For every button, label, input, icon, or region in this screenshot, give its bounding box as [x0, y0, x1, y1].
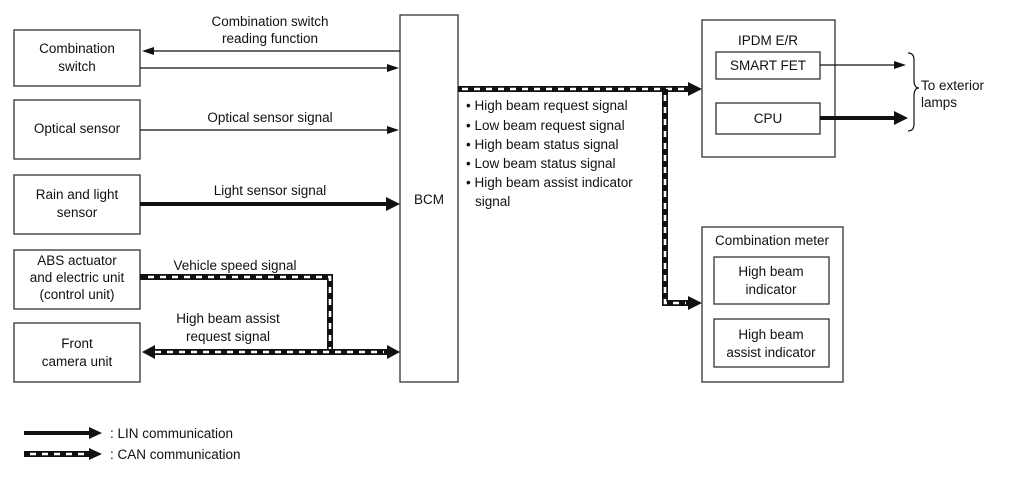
combination-switch-label-1: Combination [39, 41, 115, 56]
rain-light-sensor-label-2: sensor [57, 205, 98, 220]
optical-signal-label: Optical sensor signal [207, 110, 332, 125]
ipdm-can-arrowhead [688, 82, 702, 96]
hb-indicator-label-1: High beam [738, 264, 803, 279]
exterior-lamps-label-2: lamps [921, 95, 957, 110]
abs-unit-box [13, 249, 141, 310]
exterior-lamps-label-1: To exterior [921, 78, 985, 93]
legend-can-label: : CAN communication [110, 447, 241, 462]
hba-indicator-label-2: assist indicator [726, 345, 816, 360]
ipdm-title: IPDM E/R [738, 33, 798, 48]
legend-lin-arrowhead [89, 427, 102, 439]
hba-indicator-box [713, 318, 830, 368]
hba-request-label-1: High beam assist [176, 311, 280, 326]
rain-light-sensor-box [13, 174, 141, 235]
exterior-lamps-brace [907, 52, 920, 132]
light-sensor-arrowhead [386, 197, 400, 211]
combination-switch-box [13, 29, 141, 87]
meter-can-arrowhead [688, 296, 702, 310]
bcm-can-arrowhead [387, 345, 400, 359]
hba-request-label-2: request signal [186, 329, 270, 344]
can-signal-5-cont: signal [475, 194, 510, 209]
optical-sensor-box [13, 99, 141, 160]
hb-indicator-label-2: indicator [745, 282, 797, 297]
light-sensor-label: Light sensor signal [214, 183, 327, 198]
can-signal-2: • Low beam request signal [466, 118, 625, 133]
smart-fet-arrowhead [894, 61, 906, 69]
optical-signal-arrowhead [387, 126, 399, 134]
bcm-label: BCM [414, 192, 444, 207]
abs-unit-label-2: and electric unit [30, 270, 125, 285]
front-camera-label-1: Front [61, 336, 93, 351]
combo-switch-signal-arrowhead [387, 64, 399, 72]
can-signal-5: • High beam assist indicator [466, 175, 633, 190]
front-camera-label-2: camera unit [42, 354, 113, 369]
vehicle-speed-label: Vehicle speed signal [173, 258, 296, 273]
cpu-box [715, 102, 821, 135]
cpu-arrowhead [894, 111, 908, 125]
front-camera-box [13, 322, 141, 383]
combo-reading-label-1: Combination switch [211, 14, 328, 29]
cpu-label: CPU [754, 111, 783, 126]
combo-reading-arrowhead [142, 47, 154, 55]
can-signal-4: • Low beam status signal [466, 156, 616, 171]
combo-reading-label-2: reading function [222, 31, 318, 46]
abs-unit-label-3: (control unit) [39, 287, 114, 302]
abs-unit-label-1: ABS actuator [37, 253, 117, 268]
hb-indicator-box [713, 256, 830, 305]
bcm-box [399, 14, 459, 383]
front-camera-can-arrowhead [142, 345, 155, 359]
combination-switch-label-2: switch [58, 59, 96, 74]
optical-sensor-label: Optical sensor [34, 121, 121, 136]
legend-lin-label: : LIN communication [110, 426, 233, 441]
can-signal-3: • High beam status signal [466, 137, 619, 152]
smart-fet-box [715, 51, 821, 80]
hba-indicator-label-1: High beam [738, 327, 803, 342]
can-bus-left [140, 274, 387, 355]
can-bus-right [458, 86, 688, 306]
can-signal-1: • High beam request signal [466, 98, 628, 113]
combination-meter-title: Combination meter [715, 233, 830, 248]
legend-can-arrowhead [89, 448, 102, 460]
smart-fet-label: SMART FET [730, 58, 806, 73]
rain-light-sensor-label-1: Rain and light [36, 187, 119, 202]
